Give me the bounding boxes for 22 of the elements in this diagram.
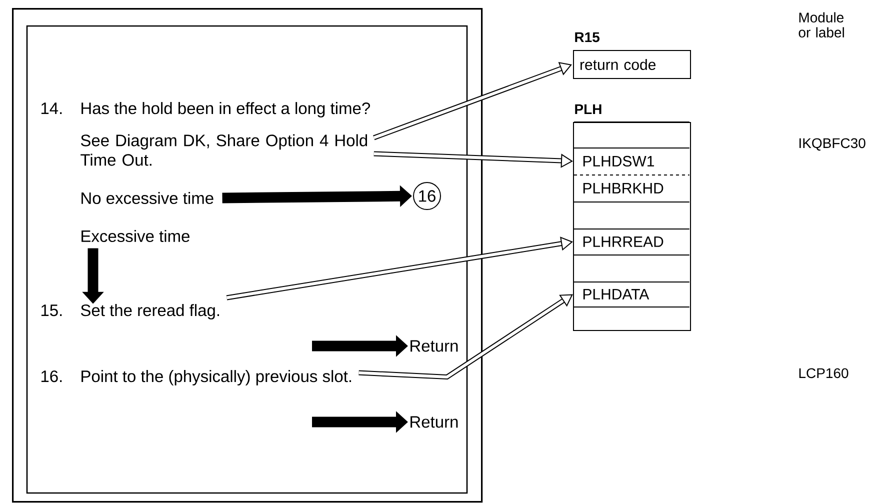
branch-text: Excessive time (82, 230, 190, 242)
table-row: PLHDATA (574, 282, 690, 300)
branch-text: Return (410, 416, 458, 428)
hollow-arrow (226, 236, 573, 300)
table-row: PLHDSW1 (574, 148, 690, 166)
node-label: R15 (575, 32, 600, 42)
step-text: 16. Point to the (physically) previous slot. (41, 370, 352, 386)
module-label: IKQBFC30 (800, 138, 866, 151)
branch-text: No excessive time (82, 192, 214, 204)
register-box: R15 return code (573, 32, 691, 79)
branch-text: Return (410, 340, 458, 352)
table-row: PLHRREAD (574, 228, 690, 247)
step-text: 15. Set the reread flag. (41, 304, 219, 320)
module-label: Module or label (798, 12, 844, 38)
table-row: PLHBRKHD (574, 174, 690, 194)
node-label: PLH (575, 104, 602, 114)
step-text: 14. Has the hold been in effect a long time? See Diagram DK, Share Option 4 Hold Time Out. (41, 102, 370, 166)
hollow-arrow (374, 151, 573, 168)
module-label: LCP160 (799, 368, 848, 378)
hollow-arrow (358, 294, 573, 380)
hollow-arrow (373, 62, 572, 140)
double-frame (12, 8, 483, 503)
